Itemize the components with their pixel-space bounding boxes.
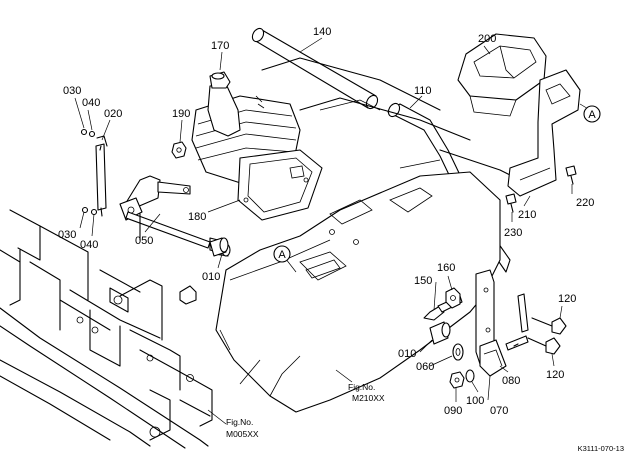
label-090: 090 — [444, 405, 462, 417]
marker-a-right-label: A — [588, 109, 596, 121]
label-180: 180 — [188, 211, 206, 223]
label-200: 200 — [478, 33, 496, 45]
label-010-left: 010 — [202, 271, 220, 283]
tray-200 — [457, 33, 547, 117]
label-040-bottom: 040 — [80, 239, 98, 251]
label-010-right: 010 — [398, 348, 416, 360]
leader-lines — [74, 37, 591, 425]
bracket-070 — [475, 269, 529, 377]
label-120-bottom: 120 — [546, 369, 564, 381]
fig-ref-m005-line2: M005XX — [226, 429, 259, 439]
fig-ref-m210-line2: M210XX — [352, 393, 385, 403]
label-030-top: 030 — [63, 85, 81, 97]
label-080: 080 — [502, 375, 520, 387]
frame-assembly — [0, 209, 213, 449]
label-170: 170 — [211, 40, 229, 52]
bolts-220-230 — [505, 165, 577, 213]
label-230: 230 — [504, 227, 522, 239]
label-160: 160 — [437, 262, 455, 274]
fig-ref-m210: Fig.No. M210XX — [348, 382, 385, 403]
nut-090-washer-100 — [449, 369, 475, 389]
fig-ref-m005-line1: Fig.No. — [226, 417, 253, 427]
gasket-plate-180 — [237, 149, 323, 221]
label-220: 220 — [576, 197, 594, 209]
label-150: 150 — [414, 275, 432, 287]
bolt-150-nut-160 — [423, 287, 463, 321]
label-120-top: 120 — [558, 293, 576, 305]
bracket-210 — [507, 69, 581, 197]
nut-190 — [171, 141, 187, 159]
label-100: 100 — [466, 395, 484, 407]
marker-a-center: A — [273, 245, 291, 263]
label-060: 060 — [416, 361, 434, 373]
label-030-bottom: 030 — [58, 229, 76, 241]
label-050: 050 — [135, 235, 153, 247]
label-110: 110 — [414, 85, 432, 97]
label-190: 190 — [172, 108, 190, 120]
label-040-top: 040 — [82, 97, 100, 109]
label-070: 070 — [490, 405, 508, 417]
label-140: 140 — [313, 26, 331, 38]
gas-spring-020 — [80, 128, 108, 217]
grip-140 — [251, 27, 379, 110]
label-020: 020 — [104, 108, 122, 120]
drawing-code: K3111-070-13 — [578, 444, 624, 453]
label-210: 210 — [518, 209, 536, 221]
fig-ref-m210-line1: Fig.No. — [348, 382, 375, 392]
marker-a-center-label: A — [278, 249, 286, 261]
collar-010-060 — [209, 237, 464, 361]
bolts-120 — [527, 317, 567, 355]
marker-a-right: A — [583, 105, 601, 123]
fig-ref-m005: Fig.No. M005XX — [226, 417, 259, 439]
